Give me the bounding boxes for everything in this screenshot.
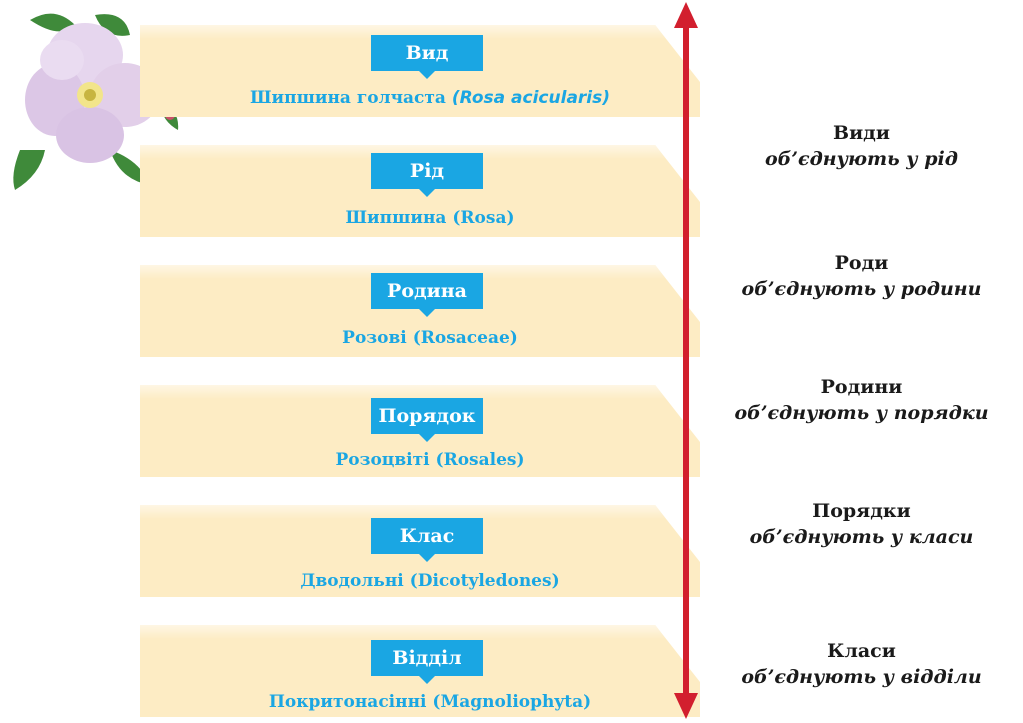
side-note: Класи об’єднують у відділи	[700, 638, 1023, 690]
side-note-text: об’єднують у класи	[749, 526, 974, 548]
taxon-common-name: Шипшина голчаста	[249, 88, 446, 108]
taxon-common-name: Дводольні	[300, 571, 404, 591]
taxon-name: Дводольні (Dicotyledones)	[160, 571, 700, 591]
arrow-down-head	[674, 693, 698, 719]
side-note-heading: Види	[833, 122, 890, 144]
taxon-common-name: Шипшина	[345, 208, 447, 228]
taxon-name: Розові (Rosaceae)	[160, 328, 700, 348]
taxon-latin-name: (Dicotyledones)	[409, 571, 560, 591]
taxon-latin-name: (Magnoliophyta)	[432, 692, 592, 712]
taxon-name: Покритонасінні (Magnoliophyta)	[160, 692, 700, 712]
taxon-common-name: Покритонасінні	[268, 692, 427, 712]
side-note-text: об’єднують у відділи	[741, 666, 982, 688]
side-note-heading: Порядки	[812, 500, 911, 522]
side-note: Порядки об’єднують у класи	[700, 498, 1023, 550]
rank-label: Родина	[371, 273, 483, 317]
taxon-name: Розоцвіті (Rosales)	[160, 450, 700, 470]
taxon-name: Шипшина (Rosa)	[160, 208, 700, 228]
arrow-up-head	[674, 2, 698, 28]
arrow-shaft	[683, 25, 689, 697]
taxon-latin-name: (Rosales)	[435, 450, 525, 470]
rank-label: Відділ	[371, 640, 483, 684]
rank-label: Рід	[371, 153, 483, 197]
rank-label: Вид	[371, 35, 483, 79]
rank-label: Порядок	[371, 398, 483, 442]
side-note: Види об’єднують у рід	[700, 120, 1023, 172]
side-note-heading: Родини	[820, 376, 903, 398]
side-note: Родини об’єднують у порядки	[700, 374, 1023, 426]
side-note-text: об’єднують у родини	[741, 278, 982, 300]
side-note: Роди об’єднують у родини	[700, 250, 1023, 302]
taxon-common-name: Розоцвіті	[335, 450, 430, 470]
side-note-text: об’єднують у порядки	[734, 402, 989, 424]
rank-label: Клас	[371, 518, 483, 562]
taxon-latin-name: (Rosa acicularis)	[451, 88, 611, 108]
side-note-heading: Класи	[827, 640, 896, 662]
taxon-name: Шипшина голчаста (Rosa acicularis)	[160, 88, 700, 108]
taxon-latin-name: (Rosaceae)	[412, 328, 518, 348]
taxon-common-name: Розові	[342, 328, 407, 348]
side-note-heading: Роди	[834, 252, 889, 274]
side-note-text: об’єднують у рід	[765, 148, 958, 170]
taxon-latin-name: (Rosa)	[452, 208, 515, 228]
